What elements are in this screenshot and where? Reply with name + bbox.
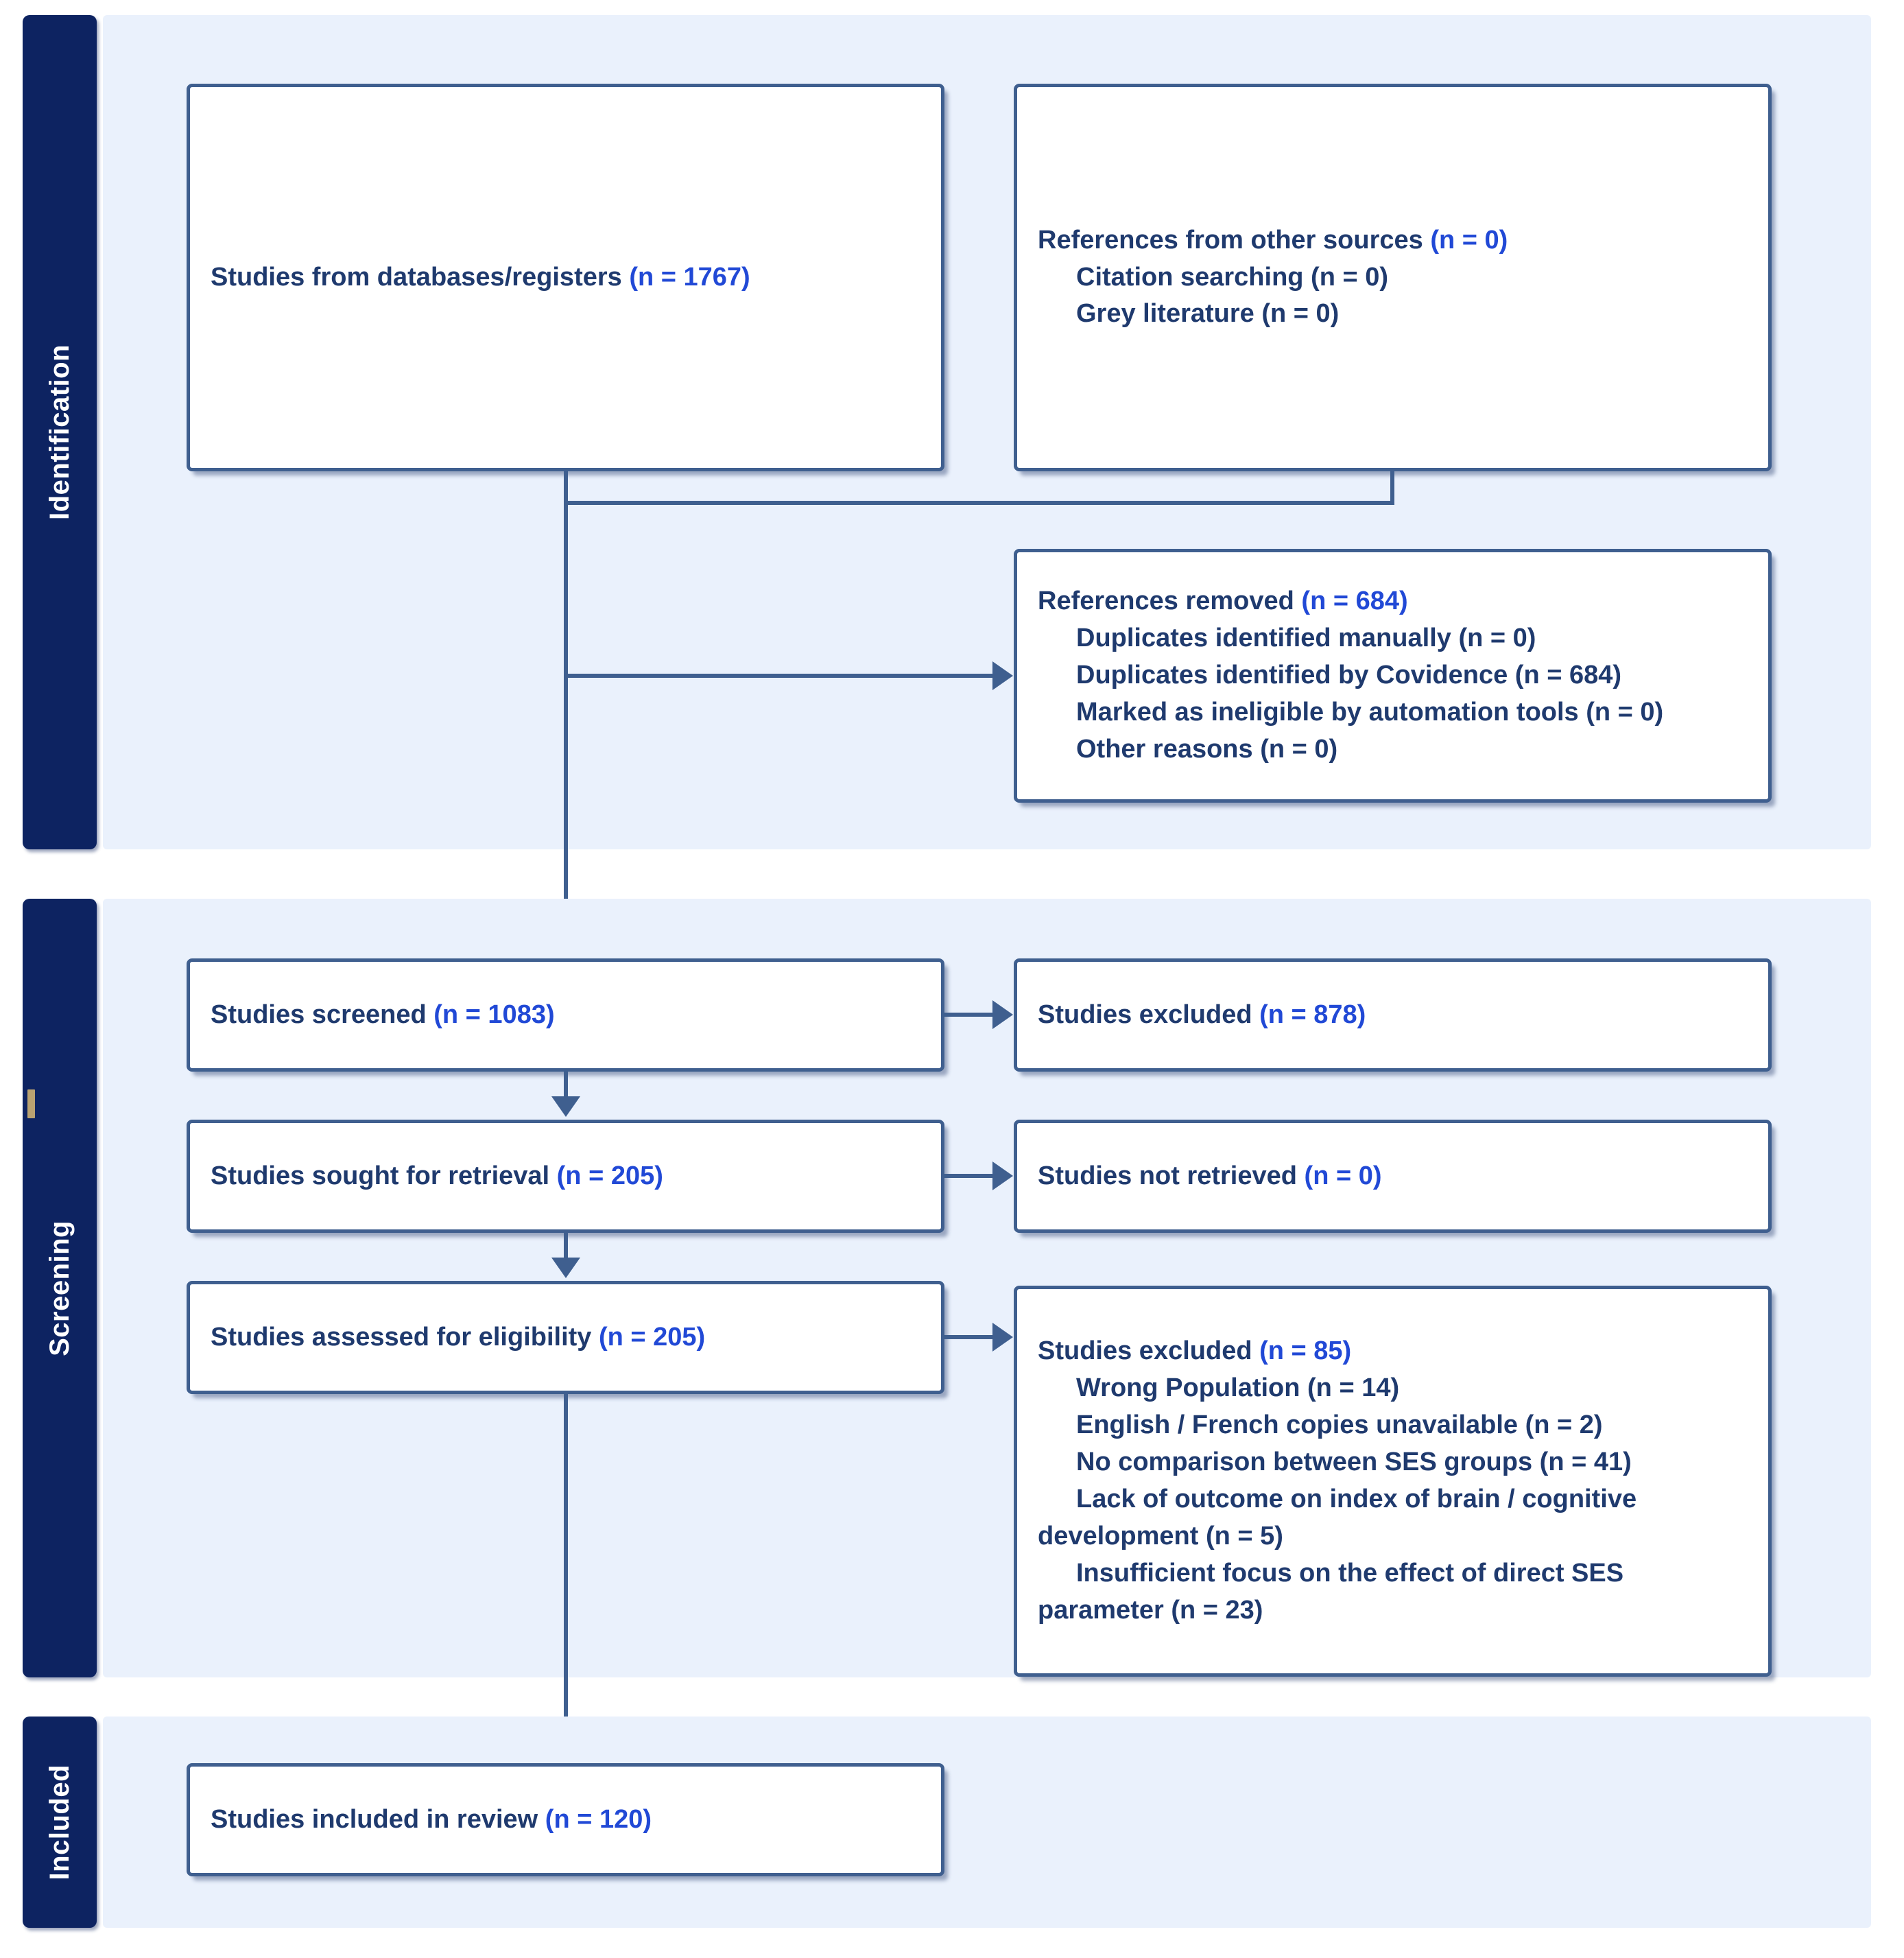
stage-bar-included: Included <box>23 1717 97 1928</box>
connector-screened-to-sought <box>564 1072 568 1099</box>
box-text-studies-from-databases: Studies from databases/registers (n = 17… <box>211 259 920 296</box>
count-studies-included-in-review: (n = 120) <box>545 1804 652 1834</box>
stage-bar-screening: Screening <box>23 899 97 1677</box>
count-references-other-sources: (n = 0) <box>1430 225 1508 255</box>
subline-copies-unavailable: English / French copies unavailable (n =… <box>1076 1411 1603 1440</box>
box-studies-excluded-eligibility: Studies excluded (n = 85) Wrong Populati… <box>1014 1286 1772 1677</box>
box-studies-included-in-review: Studies included in review (n = 120) <box>187 1763 944 1876</box>
count-sought-for-retrieval: (n = 205) <box>556 1161 663 1190</box>
arrow-to-references-removed <box>992 661 1013 690</box>
count-references-removed: (n = 684) <box>1301 587 1408 616</box>
connector-sought-to-not-retrieved <box>944 1174 994 1178</box>
count-assessed-for-eligibility: (n = 205) <box>598 1322 706 1352</box>
box-text-sought-for-retrieval: Studies sought for retrieval (n = 205) <box>211 1158 920 1195</box>
count-studies-not-retrieved: (n = 0) <box>1304 1161 1382 1190</box>
label-studies-excluded-screening: Studies excluded <box>1038 1000 1260 1029</box>
connector-main-spine-identification <box>564 501 568 953</box>
arrow-assessed-to-excluded <box>992 1323 1013 1352</box>
label-studies-screened: Studies screened <box>211 1000 434 1029</box>
connector-merge-bar <box>564 501 1394 505</box>
box-studies-from-databases: Studies from databases/registers (n = 17… <box>187 84 944 471</box>
box-references-other-sources: References from other sources (n = 0) Ci… <box>1014 84 1772 471</box>
label-sought-for-retrieval: Studies sought for retrieval <box>211 1161 557 1190</box>
label-studies-included-in-review: Studies included in review <box>211 1804 545 1834</box>
box-assessed-for-eligibility: Studies assessed for eligibility (n = 20… <box>187 1281 944 1394</box>
stage-bar-identification: Identification <box>23 15 97 849</box>
connector-to-references-removed <box>564 674 992 678</box>
label-references-removed: References removed <box>1038 587 1302 616</box>
subline-grey-literature: Grey literature (n = 0) <box>1076 299 1340 329</box>
count-studies-excluded-eligibility: (n = 85) <box>1259 1336 1352 1366</box>
subline-duplicates-manual: Duplicates identified manually (n = 0) <box>1076 624 1536 653</box>
box-studies-not-retrieved: Studies not retrieved (n = 0) <box>1014 1120 1772 1233</box>
box-text-references-removed: References removed (n = 684) Duplicates … <box>1038 583 1748 768</box>
connector-spine-to-included <box>564 1394 568 1775</box>
stage-label-included: Included <box>45 1764 75 1880</box>
box-studies-excluded-screening: Studies excluded (n = 878) <box>1014 958 1772 1072</box>
subline-other-reasons: Other reasons (n = 0) <box>1076 734 1338 764</box>
count-studies-screened: (n = 1083) <box>433 1000 555 1029</box>
box-text-studies-not-retrieved: Studies not retrieved (n = 0) <box>1038 1158 1748 1195</box>
box-text-studies-excluded-eligibility: Studies excluded (n = 85) Wrong Populati… <box>1038 1333 1748 1629</box>
box-text-studies-included-in-review: Studies included in review (n = 120) <box>211 1802 920 1839</box>
label-assessed-for-eligibility: Studies assessed for eligibility <box>211 1322 599 1352</box>
box-text-studies-screened: Studies screened (n = 1083) <box>211 997 920 1034</box>
subline-marked-ineligible: Marked as ineligible by automation tools… <box>1076 697 1664 727</box>
label-studies-not-retrieved: Studies not retrieved <box>1038 1161 1305 1190</box>
arrow-screened-to-sought <box>551 1096 580 1117</box>
subline-duplicates-covidence: Duplicates identified by Covidence (n = … <box>1076 661 1622 690</box>
connector-databases-stub <box>564 471 568 502</box>
subline-lack-of-outcome: Lack of outcome on index of brain / cogn… <box>1038 1485 1637 1550</box>
connector-screened-to-excluded <box>944 1013 994 1017</box>
subline-wrong-population: Wrong Population (n = 14) <box>1076 1373 1400 1403</box>
subline-no-ses-comparison: No comparison between SES groups (n = 41… <box>1076 1448 1632 1477</box>
label-studies-from-databases: Studies from databases/registers <box>211 262 630 292</box>
connector-sought-to-assessed <box>564 1233 568 1260</box>
screening-gold-marker <box>27 1089 35 1118</box>
box-sought-for-retrieval: Studies sought for retrieval (n = 205) <box>187 1120 944 1233</box>
stage-label-identification: Identification <box>45 344 75 520</box>
box-text-studies-excluded-screening: Studies excluded (n = 878) <box>1038 997 1748 1034</box>
box-text-assessed-for-eligibility: Studies assessed for eligibility (n = 20… <box>211 1319 920 1356</box>
connector-other-sources-stub <box>1390 471 1394 502</box>
label-studies-excluded-eligibility: Studies excluded <box>1038 1336 1260 1366</box>
arrow-screened-to-excluded <box>992 1000 1013 1029</box>
arrow-sought-to-assessed <box>551 1258 580 1278</box>
box-studies-screened: Studies screened (n = 1083) <box>187 958 944 1072</box>
connector-assessed-to-excluded <box>944 1335 994 1339</box>
arrow-sought-to-not-retrieved <box>992 1161 1013 1190</box>
count-studies-from-databases: (n = 1767) <box>629 262 750 292</box>
box-text-references-other-sources: References from other sources (n = 0) Ci… <box>1038 222 1748 333</box>
box-references-removed: References removed (n = 684) Duplicates … <box>1014 549 1772 803</box>
stage-label-screening: Screening <box>45 1220 75 1356</box>
count-studies-excluded-screening: (n = 878) <box>1259 1000 1366 1029</box>
subline-insufficient-focus: Insufficient focus on the effect of dire… <box>1038 1558 1624 1625</box>
subline-citation-searching: Citation searching (n = 0) <box>1076 262 1389 292</box>
label-references-other-sources: References from other sources <box>1038 225 1431 255</box>
